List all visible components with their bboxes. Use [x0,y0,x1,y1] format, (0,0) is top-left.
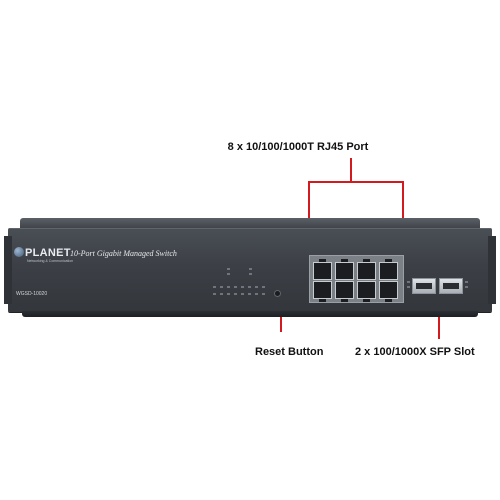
port-led [220,286,223,288]
rj45-port[interactable] [335,259,354,280]
port-led [227,293,230,295]
port-led [248,293,251,295]
port-led [262,293,265,295]
port-led [227,286,230,288]
brand-logo: PLANET [14,247,71,259]
sfp-callout-stem [438,313,440,339]
status-led [227,268,230,270]
port-led [262,286,265,288]
rj45-port[interactable] [313,281,332,302]
port-led [220,293,223,295]
sfp-slot-callout-label: 2 x 100/1000X SFP Slot [355,346,475,358]
port-led [234,286,237,288]
status-led [249,273,252,275]
switch-chassis [8,228,492,312]
rj45-port[interactable] [335,281,354,302]
rj45-callout-stem [350,158,352,182]
port-led [234,293,237,295]
brand-name: PLANET [25,247,71,259]
sfp-led [465,286,468,288]
brand-tagline: Networking & Communication [27,259,74,263]
port-led [255,293,258,295]
port-led [255,286,258,288]
sfp-slot-block [407,272,468,298]
port-led [241,293,244,295]
status-led [227,273,230,275]
port-led [213,286,216,288]
rj45-callout-bracket-top [308,181,404,183]
rj45-port[interactable] [357,259,376,280]
rj45-port[interactable] [379,259,398,280]
rj45-port[interactable] [379,281,398,302]
sfp-led [465,281,468,283]
switch-chassis-bottom [22,311,478,317]
rj45-port[interactable] [313,259,332,280]
product-title: 10-Port Gigabit Managed Switch [70,249,177,258]
port-led [241,286,244,288]
sfp-slot[interactable] [412,278,436,294]
sfp-slot[interactable] [439,278,463,294]
model-name: WGSD-10020 [16,291,48,297]
status-led [249,268,252,270]
reset-button-callout-label: Reset Button [255,346,324,358]
sfp-led [407,281,410,283]
sfp-led [407,286,410,288]
rj45-port-callout-label: 8 x 10/100/1000T RJ45 Port [227,141,369,153]
port-led [248,286,251,288]
planet-globe-icon [14,247,24,257]
port-led [213,293,216,295]
switch-chassis-top [20,218,480,230]
reset-button[interactable] [274,290,281,297]
rack-ear-left [4,236,12,304]
rack-ear-right [488,236,496,304]
rj45-port[interactable] [357,281,376,302]
led-status-panel [205,262,285,302]
rj45-port-block [309,255,404,303]
